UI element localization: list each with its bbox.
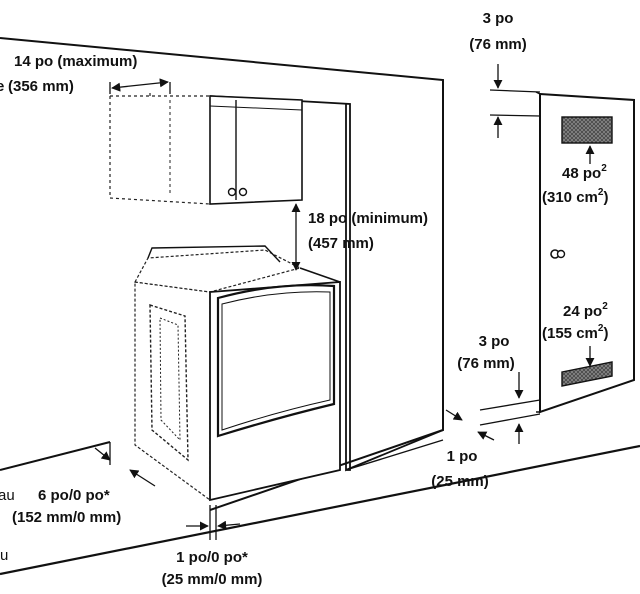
vent-top-area-metric: (310 cm2) — [542, 187, 608, 206]
cabinet-depth-prefix: e — [0, 78, 4, 95]
closet-door — [535, 91, 635, 414]
vent-bottom-area: 24 po2 — [563, 301, 608, 320]
top-clearance-line2: (76 mm) — [469, 36, 527, 53]
vent-top-area: 48 po2 — [562, 163, 607, 182]
edge-fragment: u — [0, 547, 8, 564]
vent-bottom — [561, 361, 613, 387]
door-clearance-line2: (25 mm) — [431, 473, 489, 490]
bottom-clearance-line1: 3 po — [479, 333, 510, 350]
bottom-clearance-line2: (76 mm) — [457, 355, 515, 372]
vent-top — [561, 116, 613, 144]
side-gap-line1: 1 po/0 po* — [176, 549, 248, 566]
cabinet-height-line1: 18 po (minimum) — [308, 210, 428, 227]
side-clearance-prefix: au — [0, 487, 15, 504]
side-clearance-line1: 6 po/0 po* — [38, 487, 110, 504]
cabinet-depth-line2: (356 mm) — [8, 78, 74, 95]
vent-bottom-area-metric: (155 cm2) — [542, 323, 608, 342]
door-clearance-line1: 1 po — [447, 448, 478, 465]
side-clearance-line2: (152 mm/0 mm) — [12, 509, 121, 526]
wall-cabinet — [209, 95, 303, 205]
floor-line — [0, 444, 640, 576]
cabinet-height-line2: (457 mm) — [308, 235, 374, 252]
top-clearance-line1: 3 po — [483, 10, 514, 27]
side-gap-line2: (25 mm/0 mm) — [162, 571, 263, 588]
cabinet-depth-line1: 14 po (maximum) — [14, 53, 137, 70]
cabinet-outline — [109, 90, 211, 205]
dryer — [134, 245, 341, 502]
